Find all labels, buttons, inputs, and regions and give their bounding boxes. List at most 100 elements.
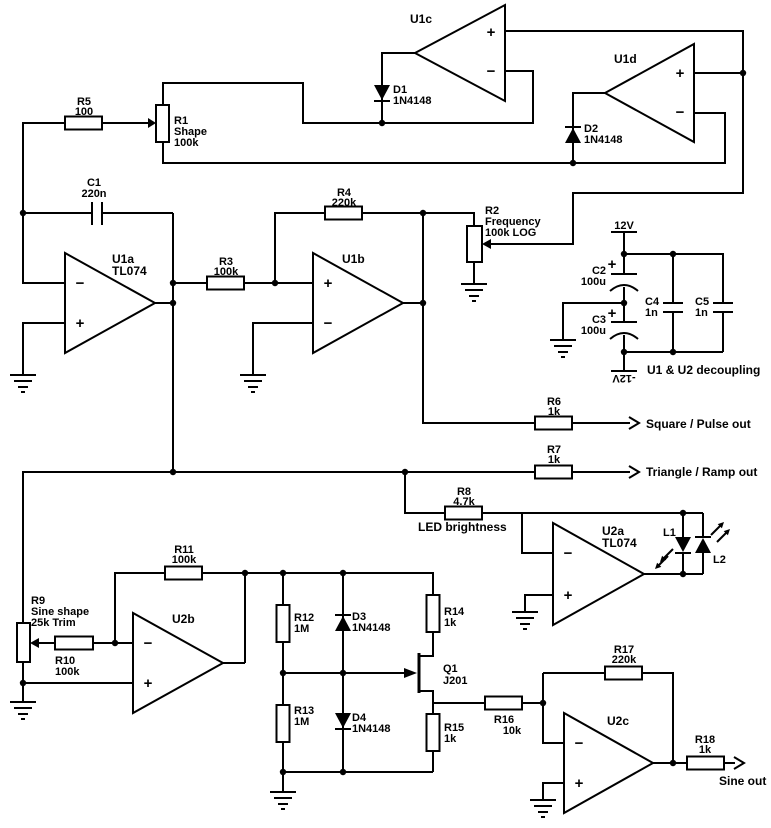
capacitor-c5: C5 1n (695, 296, 733, 319)
junction-dot (169, 279, 177, 287)
led-triangle (695, 538, 711, 553)
resistor-r7: R7 1k (534, 444, 573, 480)
ground-u1b (240, 374, 266, 393)
ground-u2a (512, 611, 538, 630)
polarity-plus: + (608, 305, 617, 322)
triangle-out-label: Triangle / Ramp out (646, 465, 757, 479)
junction-dot (169, 299, 177, 307)
transistor-ref: Q1 (443, 663, 458, 675)
junction-dot (19, 209, 27, 217)
junction-dot (339, 669, 347, 677)
diode-value: 1N4148 (584, 134, 623, 146)
junction-dot (620, 250, 628, 258)
junction-dot (679, 509, 687, 517)
junction-dots (19, 69, 747, 776)
resistor-value: 100k (214, 266, 239, 278)
wire-r1-bottom-rail (162, 112, 726, 164)
diode-value: 1N4148 (352, 723, 391, 735)
opamp-ref: U2c (607, 714, 629, 728)
wire-q1-source (419, 690, 434, 714)
opamp-u1a: − + U1a TL074 (64, 251, 158, 355)
resistor-body (324, 205, 363, 221)
resistor-body (275, 604, 291, 643)
resistor-value: 4.7k (453, 496, 475, 508)
resistor-ref: R11 (174, 544, 194, 556)
cap-value: 100u (581, 325, 606, 337)
plus-sign: + (676, 65, 685, 82)
minus-sign: − (575, 735, 584, 752)
minus-sign: − (676, 104, 685, 121)
junction-dot (620, 299, 628, 307)
junction-dot (419, 209, 427, 217)
cap-ref: C4 (645, 296, 660, 308)
resistor-value: 100k (172, 554, 197, 566)
opamp-triangle (132, 611, 226, 715)
resistor-value: 10k (503, 725, 522, 737)
diode-d3: D3 1N4148 (335, 611, 391, 634)
junction-dot (378, 119, 386, 127)
junction-dot (279, 569, 287, 577)
resistor-ref: R10 (55, 655, 75, 667)
resistor-value: 1M (294, 716, 309, 728)
led-l2: L2 (695, 522, 730, 566)
pot-value: 100k LOG (485, 227, 536, 239)
wire-u2a-plus-gnd (524, 594, 553, 612)
junction-dot (339, 768, 347, 776)
junction-dot (620, 348, 628, 356)
pot-value: 25k Trim (31, 617, 76, 629)
positive-supply-label: 12V (614, 220, 634, 232)
resistor-body (54, 635, 94, 651)
resistor-r18: R18 1k (686, 734, 725, 771)
capacitor-c4: C4 1n (645, 296, 683, 319)
cap-plate-curved (609, 332, 639, 340)
minus-sign: − (144, 635, 153, 652)
resistor-r17: R17 220k (604, 644, 643, 681)
diode-ref: D4 (352, 712, 367, 724)
resistor-r5: R5 100 (64, 96, 103, 131)
cap-plates (713, 302, 733, 313)
diode-value: 1N4148 (393, 95, 432, 107)
opamp-ref: U2b (172, 612, 195, 626)
minus-sign: − (564, 545, 573, 562)
resistor-value: 1k (548, 406, 561, 418)
resistor-body (425, 713, 441, 752)
resistor-ref: R6 (547, 396, 561, 408)
resistor-ref: R15 (444, 722, 464, 734)
resistor-r12: R12 1M (275, 604, 314, 643)
diode-d1: D1 1N4148 (374, 84, 432, 107)
resistor-ref: R4 (337, 187, 352, 199)
resistor-value: 1k (444, 617, 457, 629)
pot-body (466, 225, 483, 263)
diode-value: 1N4148 (352, 622, 391, 634)
junction-dot (669, 348, 677, 356)
pot-wiper-arrow (30, 638, 39, 648)
plus-sign: + (76, 315, 85, 332)
led-light-arrows (710, 522, 730, 543)
outputs: Square / Pulse out Triangle / Ramp out S… (418, 416, 766, 788)
jfet-gate-arrow (404, 668, 417, 678)
resistor-value: 220k (332, 197, 357, 209)
plus-sign: + (575, 775, 584, 792)
junction-dot (241, 569, 249, 577)
junction-dot (111, 639, 119, 647)
power-rails: 12V -12V U1 & U2 decoupling (611, 220, 760, 384)
cap-plates (663, 302, 683, 313)
opamp-u1c: + − U1c (410, 3, 506, 103)
resistor-body (164, 565, 203, 581)
ground-u2c (530, 799, 556, 818)
resistor-body (686, 755, 725, 771)
resistor-ref: R14 (444, 606, 465, 618)
minus-sign: − (324, 315, 333, 332)
wire-decouple-mid-gnd (562, 302, 624, 340)
junction-dot (271, 279, 279, 287)
capacitor-c3: + C3 100u (581, 305, 639, 340)
resistor-body (275, 704, 291, 743)
resistor-ref: R8 (457, 486, 471, 498)
junction-dot (19, 679, 27, 687)
wire-decouple-top-rail (624, 253, 724, 303)
ground-u1a (10, 374, 36, 393)
diode-d4: D4 1N4148 (335, 712, 391, 735)
opamp-triangle (312, 251, 406, 355)
potentiometer-r1: R1 Shape 100k (148, 104, 207, 149)
